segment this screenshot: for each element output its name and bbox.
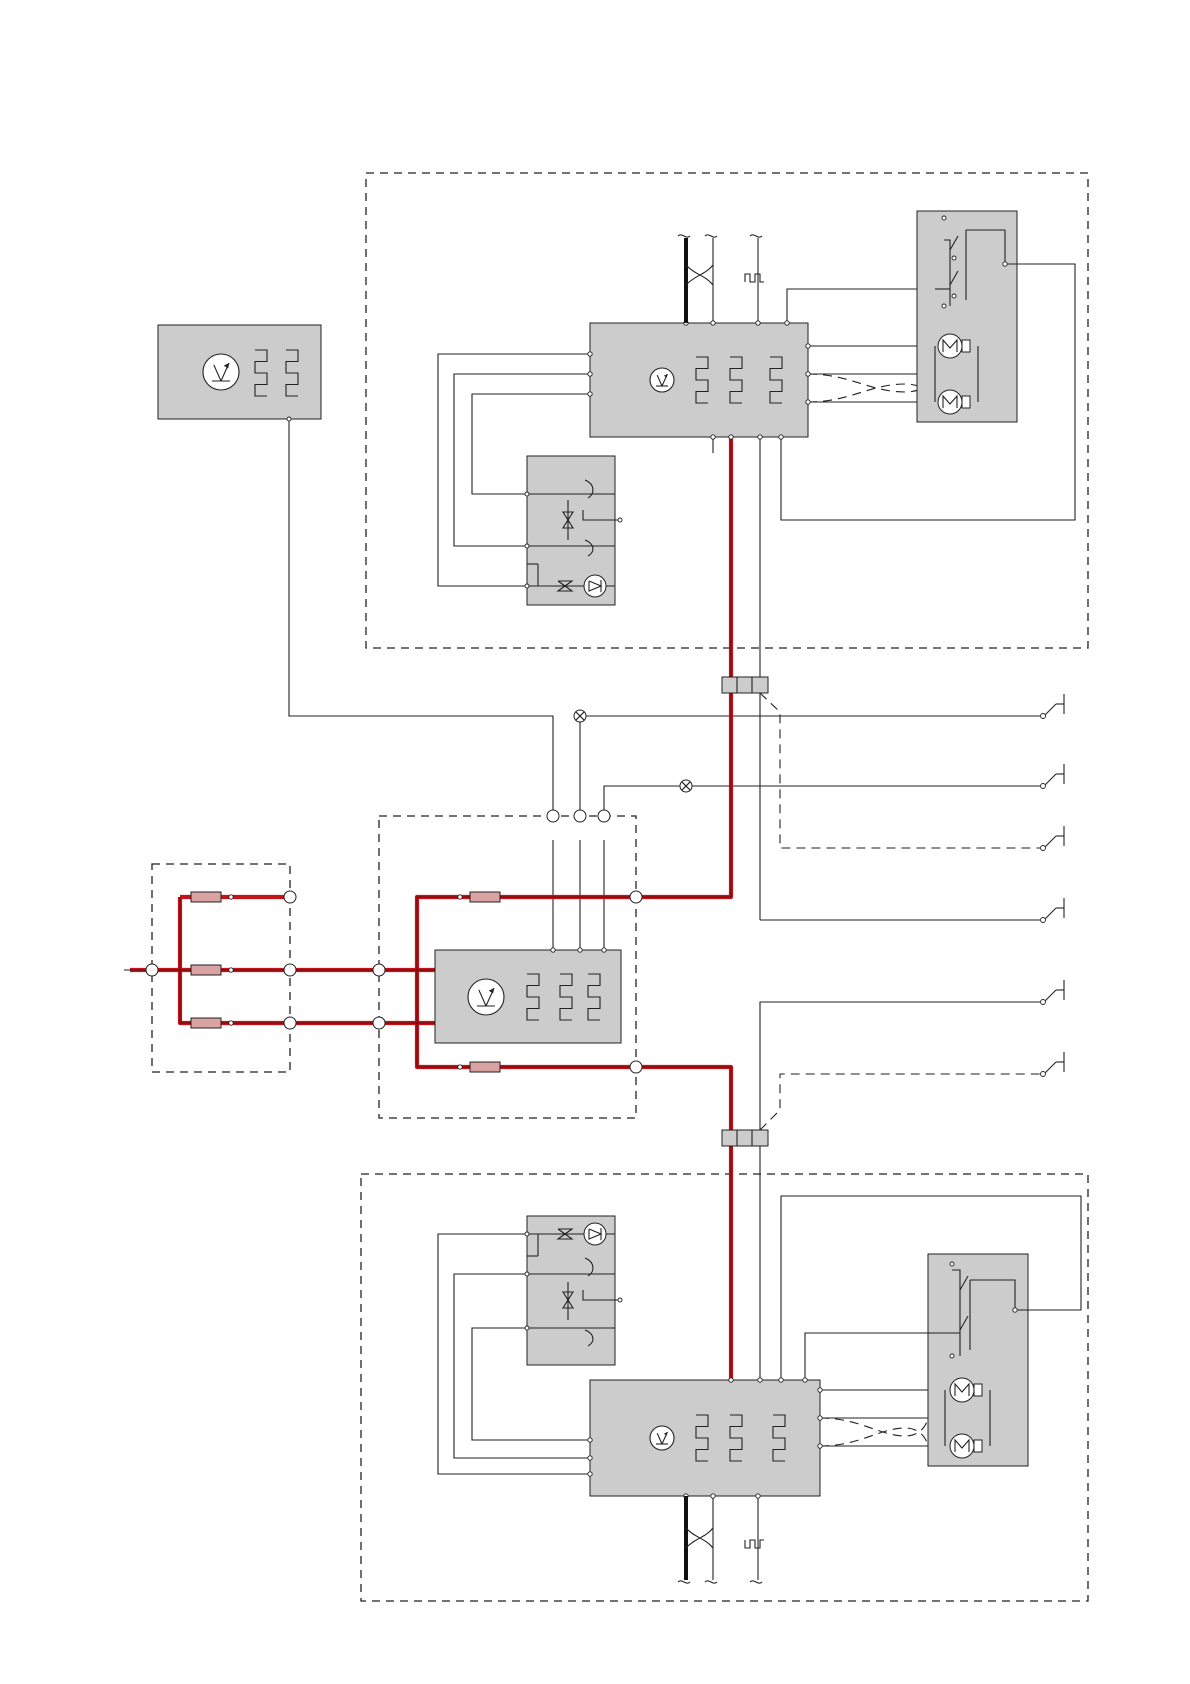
fuse-1 [191,892,221,902]
power-wires [130,437,731,1380]
transistor-icon [650,1426,674,1450]
lamp-icon [574,710,586,722]
ground-switch-icon [1041,1052,1065,1077]
fuse-2 [191,965,221,975]
connector-upper [722,677,768,693]
ground-switches [1041,694,1065,1077]
connector-lower [722,1130,768,1146]
upper-bus-leads [678,235,764,323]
fuse-3 [191,1018,221,1028]
module-icons [203,350,785,1461]
transistor-icon [203,354,239,390]
fuse-5 [470,1062,500,1072]
motor-cross-wires [808,374,935,1446]
transistor-icon [468,979,504,1015]
ground-switch-icon [1041,898,1065,923]
lamp-icon [680,780,692,792]
transistor-icon [650,368,674,392]
lower-bus-leads [678,1496,764,1583]
lower-motor-unit [928,1254,1028,1466]
ground-switch-icon [1041,694,1065,719]
led-icon [584,575,606,597]
ground-switch-icon [1041,980,1065,1005]
led-icon [584,1223,606,1245]
upper-motor-unit [917,211,1017,422]
fuse-4 [470,892,500,902]
ground-switch-icon [1041,764,1065,789]
ground-switch-icon [1041,826,1065,851]
